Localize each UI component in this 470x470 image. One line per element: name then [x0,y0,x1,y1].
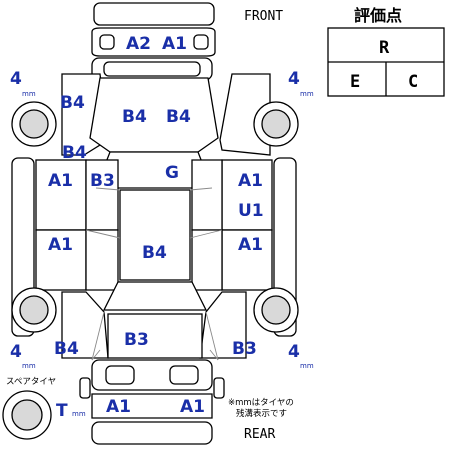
tire-front-left [11,101,57,147]
tread-unit-rear-left: mm [22,362,36,370]
code-right-rear-door: A1 [238,235,263,255]
rear-left-lamp [105,365,135,385]
rear-bumper-panel [91,393,213,419]
grade-title: 評価点 [354,6,402,25]
tire-spare [2,390,52,440]
hood-panel [89,77,219,153]
tail-guide-lines [91,349,219,361]
tread-unit-rear-right: mm [300,362,314,370]
right-front-door [221,159,273,231]
code-roof: B4 [142,243,167,263]
code-rear-bumper-right: A1 [180,397,205,417]
tread-rear-right: 4 [288,342,300,362]
rear-lower-panel [91,421,213,445]
tire-rear-right [253,287,299,333]
tire-front-right [253,101,299,147]
front-label: FRONT [244,9,283,24]
code-hood-right: B4 [166,107,191,127]
code-front-bumper-right: A1 [162,34,187,54]
b-pillar-lines [85,229,223,239]
front-right-fog-lamp [193,34,209,50]
left-rear-door-edge [85,229,119,291]
front-left-fog-lamp [99,34,115,50]
code-right-front-door-lower: U1 [238,201,264,221]
tread-spare: T [56,401,68,421]
grade-overall: R [379,38,390,58]
tread-rear-left: 4 [10,342,22,362]
code-right-rear-fender: B3 [232,339,257,359]
car-rear-outline [79,359,225,445]
roof-panel [119,189,191,281]
trunk-panel [107,313,203,359]
grade-interior: C [408,72,418,92]
tread-unit-front-right: mm [300,90,314,98]
front-grille-panel [93,2,215,26]
left-rear-door [35,229,87,291]
rear-label: REAR [244,427,275,442]
code-windshield: G [165,163,179,183]
left-front-door-edge [85,159,119,231]
grade-exterior: E [350,72,360,92]
rear-left-corner [79,377,91,399]
code-hood-left: B4 [122,107,147,127]
code-left-front-door-edge: B3 [90,171,115,191]
tread-note-line1: ※mmはタイヤの [228,398,294,408]
front-license-plate [103,61,201,77]
code-left-front-fender: B4 [60,93,85,113]
tread-unit-front-left: mm [22,90,36,98]
left-front-door [35,159,87,231]
code-trunk: B3 [124,330,149,350]
rear-right-lamp [169,365,199,385]
tread-front-left: 4 [10,69,22,89]
grade-box: 評価点 R E C [327,6,445,97]
right-rear-fender [199,291,247,359]
code-right-front-door-upper: A1 [238,171,263,191]
front-bumper-panel [91,27,216,57]
car-front-outline [91,2,216,81]
rear-window-panel [102,281,208,311]
code-left-rear-door: A1 [48,235,73,255]
code-left-a-pillar: B4 [62,143,87,163]
code-left-front-door: A1 [48,171,73,191]
code-front-bumper-left: A2 [126,34,151,54]
tread-note-line2: 残溝表示です [236,408,287,419]
tread-front-right: 4 [288,69,300,89]
tread-unit-spare: mm [72,410,86,418]
tire-rear-left [11,287,57,333]
rear-right-corner [213,377,225,399]
code-left-rear-fender: B4 [54,339,79,359]
right-front-door-edge [191,159,223,231]
pillar-lines [95,187,213,291]
spare-tire-label: スペアタイヤ [6,377,56,387]
code-rear-bumper-left: A1 [106,397,131,417]
right-rear-door-edge [191,229,223,291]
trunk-edge-lines [91,311,219,361]
